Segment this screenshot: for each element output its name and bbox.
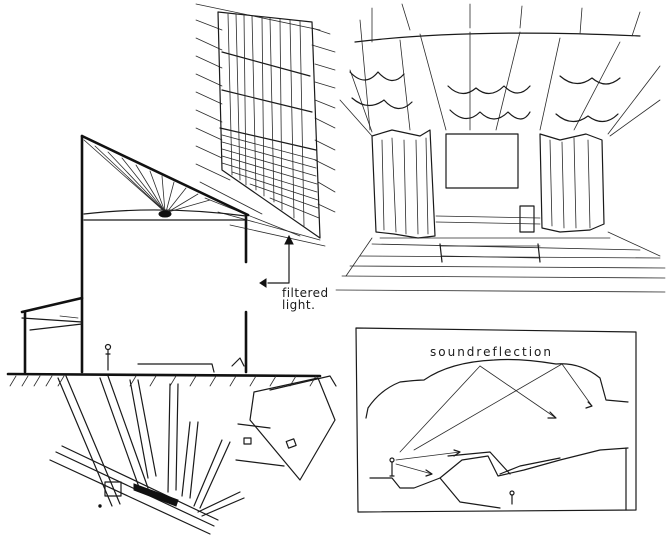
window-screen-sketch: [195, 3, 336, 247]
auditorium-interior-sketch: [335, 3, 666, 293]
filtered-light-label-line1: filtered: [282, 286, 329, 300]
building-section-sketch: [6, 134, 322, 387]
filtered-light-arrow: [259, 234, 294, 288]
filtered-light-label-line2: light.: [282, 298, 316, 312]
acoustic-section-sketch: [355, 327, 637, 513]
sound-reflection-label: soundreflection: [430, 345, 553, 359]
filtered-light-label: filtered light.: [282, 287, 342, 311]
exploded-site-sketch: [49, 375, 337, 535]
